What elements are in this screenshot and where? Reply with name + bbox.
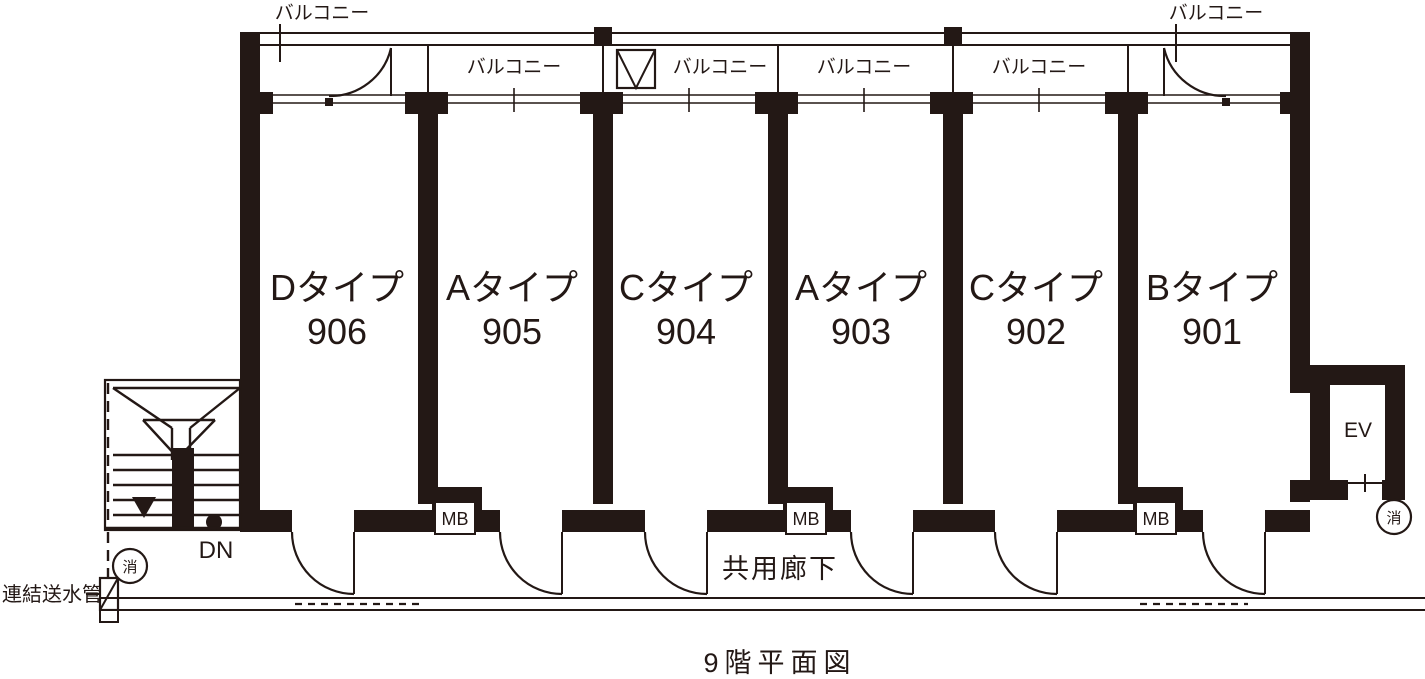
unit-type-905: Aタイプ (446, 267, 578, 308)
unit-type-901: Bタイプ (1146, 267, 1278, 308)
meter-box-906 (434, 501, 476, 535)
unit-type-904: Cタイプ (619, 267, 753, 308)
elevator-label: EV (1344, 419, 1372, 442)
fire-hydrant-right-label: 消 (1386, 510, 1401, 527)
unit-type-903: Aタイプ (795, 267, 927, 308)
unit-number-906: 906 (307, 311, 367, 352)
balcony-dividers (427, 45, 1129, 92)
fire-hydrant-left-icon (111, 547, 149, 585)
standpipe-label: 連結送水管 (2, 583, 102, 606)
stairwell (103, 378, 242, 532)
balcony-door-swings (328, 47, 1227, 98)
page-title: 9階平面図 (703, 648, 856, 678)
balcony-label-905: バルコニー (467, 57, 562, 78)
balcony-label-906: バルコニー (275, 3, 370, 24)
balcony-label-901: バルコニー (1169, 3, 1264, 24)
unit-partition-walls (418, 114, 1138, 504)
meter-box-901 (1135, 501, 1177, 535)
evacuation-hatch-icon (615, 48, 657, 91)
unit-number-904: 904 (656, 311, 716, 352)
fire-hydrant-left-label: 消 (122, 559, 137, 576)
unit-number-905: 905 (482, 311, 542, 352)
unit-number-903: 903 (831, 311, 891, 352)
balcony-sashes (273, 88, 1280, 114)
unit-type-906: Dタイプ (270, 267, 404, 308)
corridor-label: 共用廊下 (722, 554, 838, 584)
stair-direction-label: DN (199, 537, 234, 564)
corridor-outer-rail (100, 597, 1425, 611)
elevator-shaft (1290, 365, 1405, 502)
meter-box-label-903: MB (793, 509, 820, 529)
fire-hydrant-right-icon (1375, 498, 1413, 536)
unit-number-902: 902 (1006, 311, 1066, 352)
balcony-outer-rail (240, 32, 1310, 46)
meter-box-903 (785, 501, 827, 535)
balcony-label-903: バルコニー (817, 57, 912, 78)
standpipe-riser (86, 532, 120, 623)
balcony-label-902: バルコニー (992, 57, 1087, 78)
meter-box-label-901: MB (1143, 509, 1170, 529)
balcony-label-904: バルコニー (673, 57, 768, 78)
balcony-rail-posts (594, 27, 962, 46)
unit-type-902: Cタイプ (969, 267, 1103, 308)
meter-box-label-906: MB (442, 509, 469, 529)
entry-doors (290, 510, 1266, 596)
unit-number-901: 901 (1182, 311, 1242, 352)
